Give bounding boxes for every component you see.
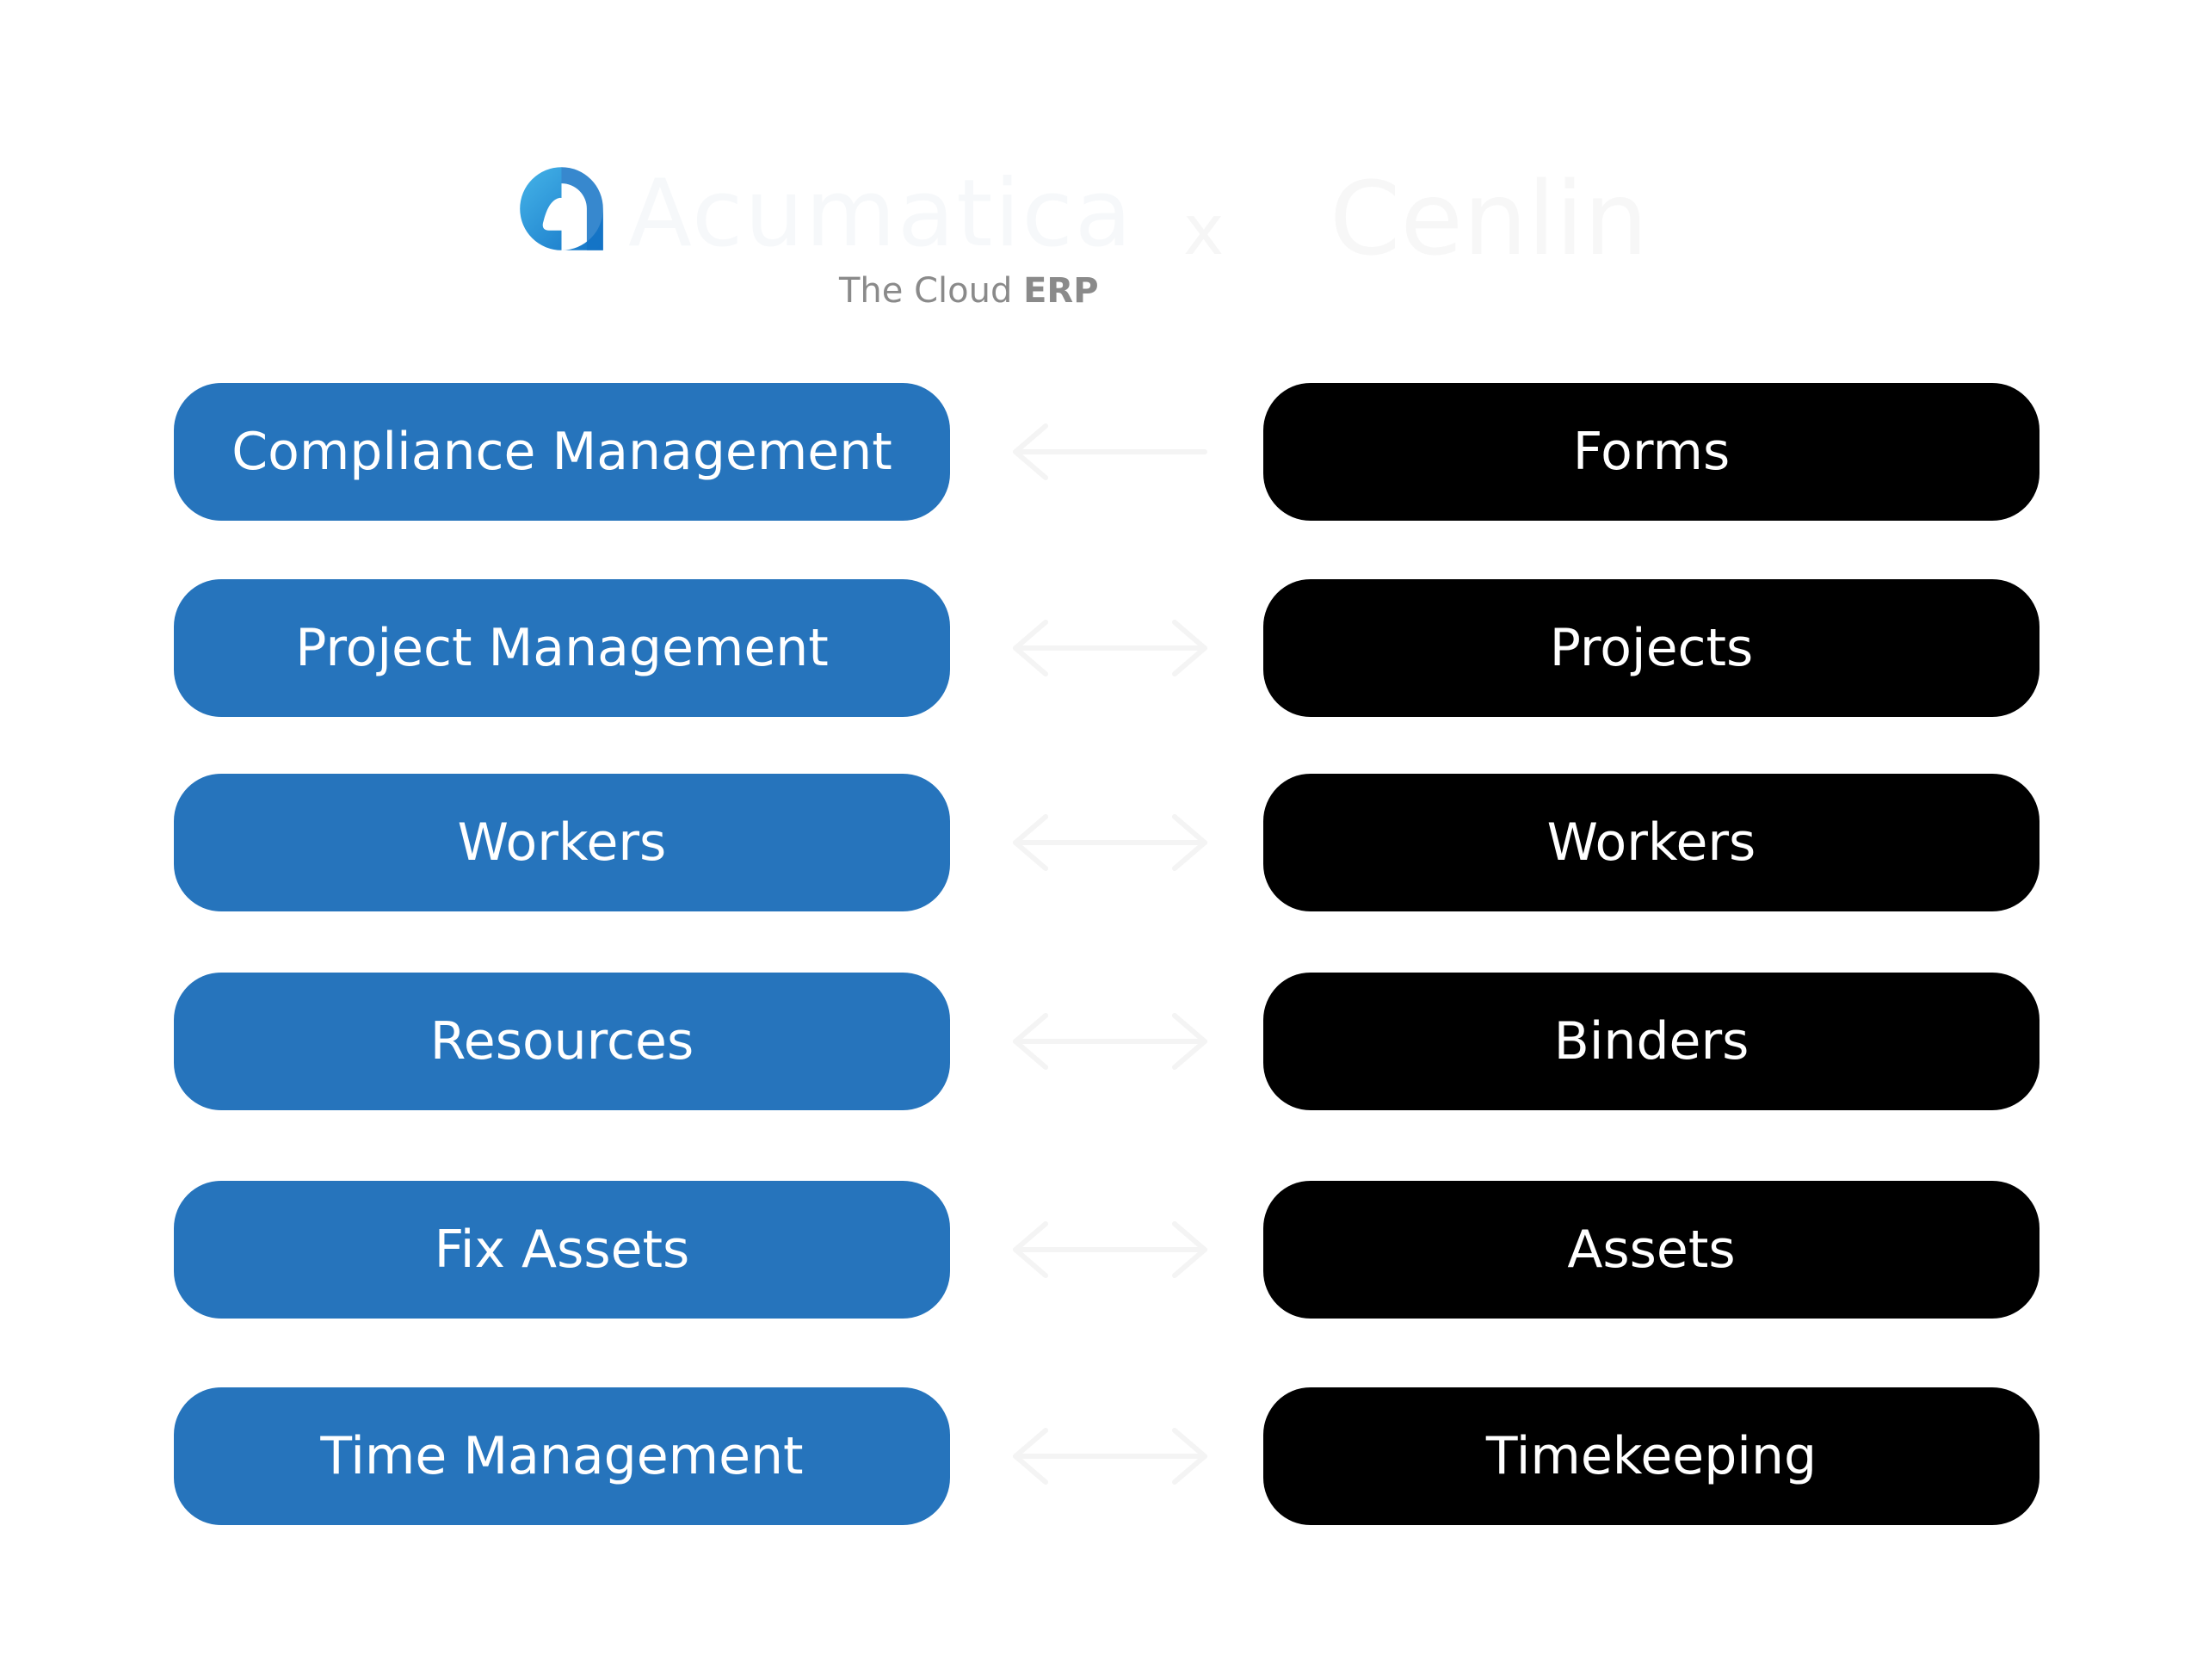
right-pill-binders: Binders — [1263, 973, 2039, 1110]
right-pill-timekeeping: Timekeeping — [1263, 1387, 2039, 1525]
double-arrow-icon — [1013, 1428, 1207, 1485]
left-pill-compliance-management: Compliance Management — [174, 383, 950, 521]
left-pill-workers: Workers — [174, 774, 950, 911]
brand-tagline: The Cloud ERP — [839, 274, 1099, 308]
cross-separator: x — [1183, 190, 1225, 270]
right-pill-assets: Assets — [1263, 1181, 2039, 1319]
brand-tagline-strong: ERP — [1023, 271, 1099, 311]
partner-name: Cenlin — [1330, 159, 1649, 278]
acumatica-logo-icon — [520, 167, 603, 250]
brand-name: Acumatica — [628, 160, 1134, 268]
right-pill-projects: Projects — [1263, 579, 2039, 717]
left-pill-fix-assets: Fix Assets — [174, 1181, 950, 1319]
double-arrow-icon — [1013, 1221, 1207, 1278]
right-pill-workers: Workers — [1263, 774, 2039, 911]
left-pill-project-management: Project Management — [174, 579, 950, 717]
double-arrow-icon — [1013, 814, 1207, 871]
double-arrow-icon — [1013, 1013, 1207, 1070]
brand-tagline-prefix: The Cloud — [839, 271, 1013, 311]
left-arrow-icon — [1013, 423, 1207, 480]
double-arrow-icon — [1013, 620, 1207, 676]
right-pill-forms: Forms — [1263, 383, 2039, 521]
left-pill-time-management: Time Management — [174, 1387, 950, 1525]
left-pill-resources: Resources — [174, 973, 950, 1110]
